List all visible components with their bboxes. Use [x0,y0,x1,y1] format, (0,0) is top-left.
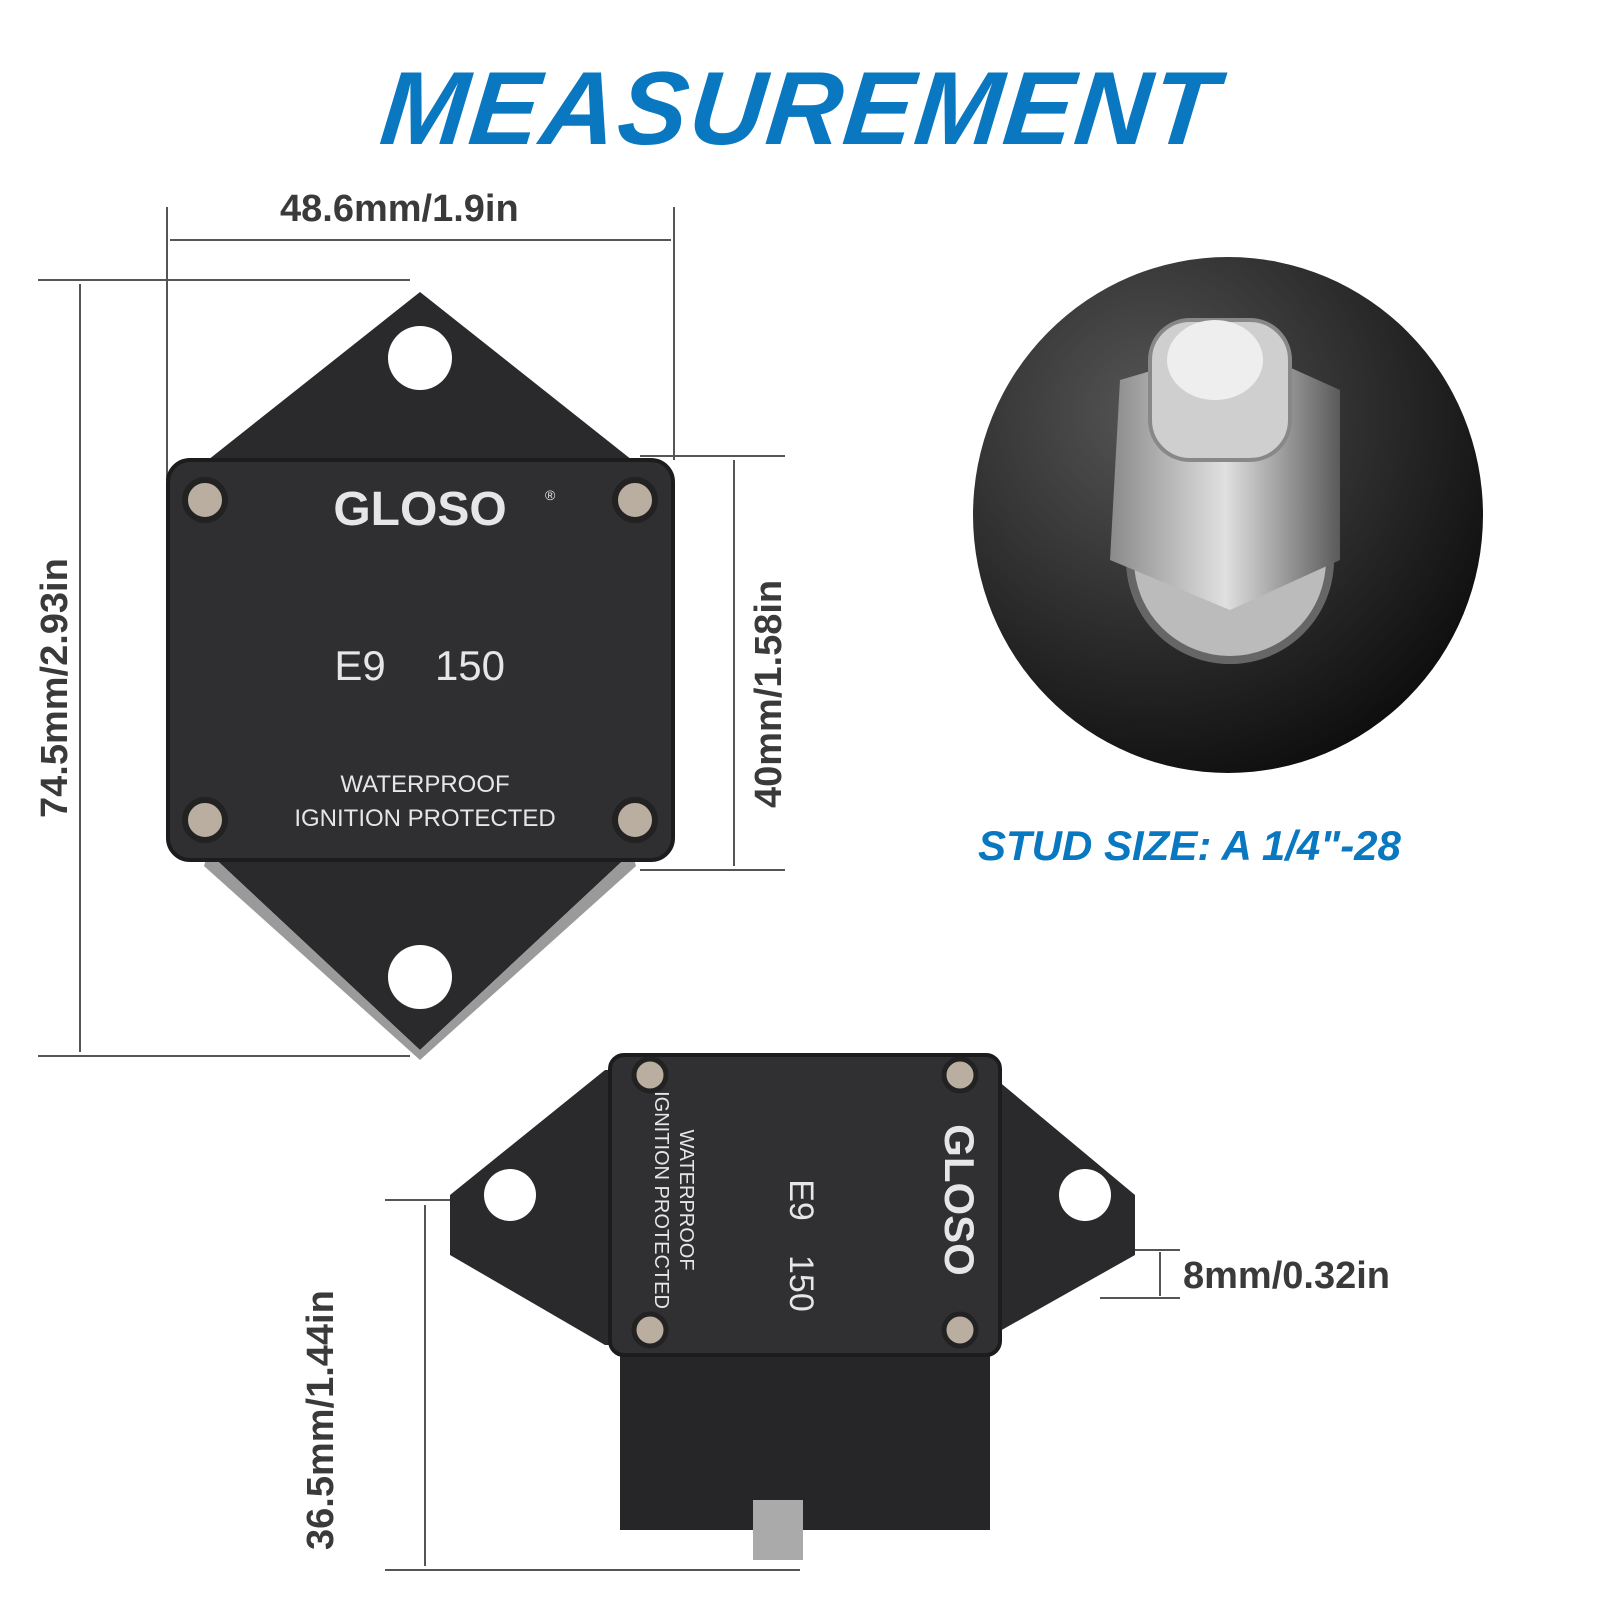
flange-dimension: 8mm/0.32in [1183,1255,1390,1297]
dimension-lines [38,207,1180,1571]
mount-hole-icon [388,945,452,1009]
registered-mark: ® [545,487,556,503]
model-label: E9 [334,642,385,689]
brand-logo: GLOSO [333,483,506,536]
stud-icon [753,1500,803,1560]
stud-size-label: STUD SIZE: A 1/4"-28 [978,822,1401,869]
breaker-side-view: GLOSO E9 150 WATERPROOF IGNITION PROTECT… [450,1053,1135,1560]
height-dimension: 74.5mm/2.93in [34,558,76,818]
width-dimension: 48.6mm/1.9in [280,188,519,230]
breaker-top-view: GLOSO ® E9 150 WATERPROOF IGNITION PROTE… [166,292,675,1060]
svg-text:IGNITION PROTECTED: IGNITION PROTECTED [650,1091,672,1309]
svg-text:WATERPROOF: WATERPROOF [675,1129,697,1270]
mount-hole-icon [388,326,452,390]
mount-hole-icon [1059,1169,1111,1221]
svg-text:150: 150 [782,1255,820,1312]
stud-closeup-photo [973,257,1483,773]
body-height-dimension: 40mm/1.58in [748,579,790,808]
svg-text:E9: E9 [782,1179,820,1221]
depth-dimension: 36.5mm/1.44in [300,1290,342,1550]
rivet-icons [182,477,658,843]
waterproof-label: WATERPROOF [340,771,509,798]
rating-label: 150 [435,642,505,689]
svg-text:GLOSO: GLOSO [936,1124,983,1276]
mount-hole-icon [484,1169,536,1221]
rivet-icons [631,1056,979,1349]
ignition-label: IGNITION PROTECTED [294,805,555,832]
